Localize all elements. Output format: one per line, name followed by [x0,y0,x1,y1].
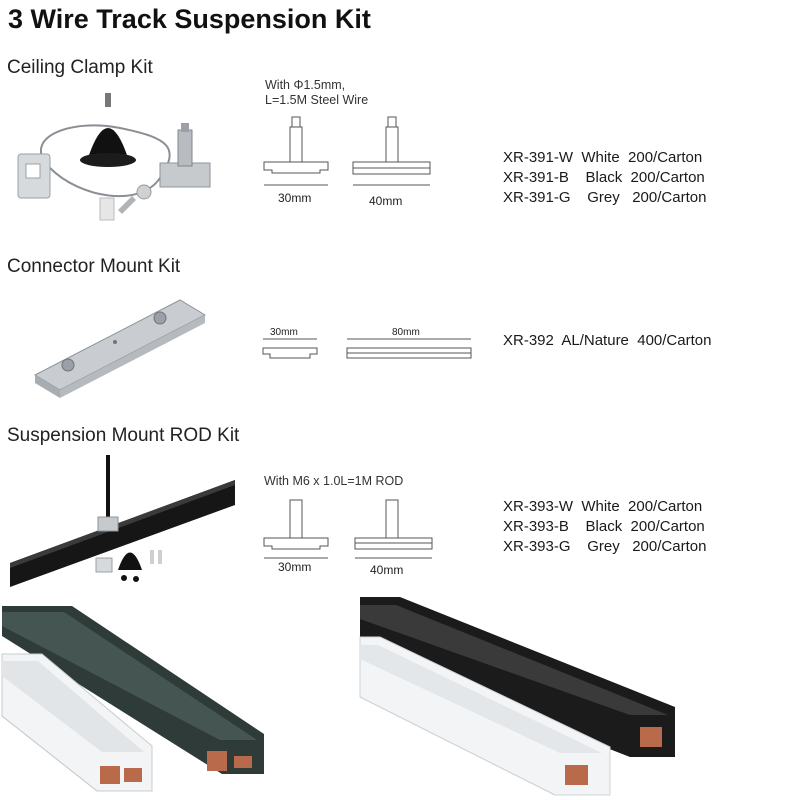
ceiling-clamp-length-40: 40mm [369,194,403,208]
track-profiles-photo-left [1,606,264,792]
spec-xr-393-b: XR-393-B Black 200/Carton [503,518,705,535]
spec-xr-391-w: XR-391-W White 200/Carton [503,149,703,166]
spec-xr-391-b: XR-391-B Black 200/Carton [503,169,705,186]
wire-note-line-1: With Φ1.5mm, [265,78,346,92]
section-heading-connector-mount: Connector Mount Kit [7,256,181,277]
wire-note-line-2: L=1.5M Steel Wire [265,93,369,107]
page-title: 3 Wire Track Suspension Kit [8,4,371,34]
rod-width-30: 30mm [278,560,312,574]
track-profiles-photo-right [359,597,675,796]
ceiling-clamp-kit-photo [17,93,211,221]
connector-length-80: 80mm [392,327,420,338]
spec-xr-393-w: XR-393-W White 200/Carton [503,498,703,515]
rod-side-drawing [354,499,433,559]
connector-mount-kit-photo [33,299,207,398]
rod-profile-drawing [263,499,329,559]
section-heading-suspension-rod: Suspension Mount ROD Kit [7,425,240,446]
rod-note: With M6 x 1.0L=1M ROD [264,474,404,488]
spec-xr-392: XR-392 AL/Nature 400/Carton [503,332,712,349]
ceiling-clamp-side-drawing [352,116,431,186]
rod-length-40: 40mm [370,563,404,577]
spec-xr-391-g: XR-391-G Grey 200/Carton [503,189,707,206]
ceiling-clamp-profile-drawing [263,116,329,186]
connector-width-30: 30mm [270,327,298,338]
suspension-rod-kit-photo [10,455,235,587]
ceiling-clamp-width-30: 30mm [278,191,312,205]
connector-profile-drawing [262,338,318,359]
connector-side-drawing [346,338,472,359]
section-heading-ceiling-clamp: Ceiling Clamp Kit [7,57,153,78]
spec-xr-393-g: XR-393-G Grey 200/Carton [503,538,707,555]
